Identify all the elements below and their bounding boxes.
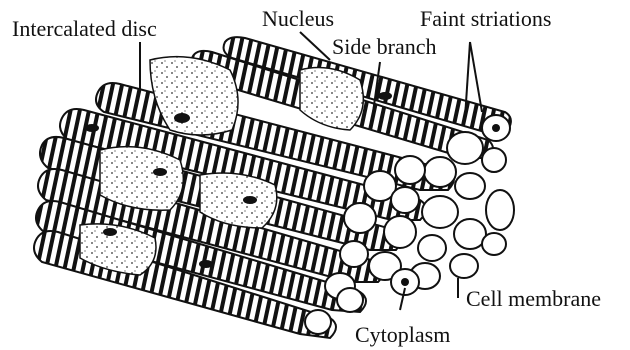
nucleus-dot [492,124,500,132]
cut-end [422,196,458,228]
label-side-branch: Side branch [332,36,436,58]
stipple-region [100,147,183,211]
cut-end [305,310,331,334]
nucleus-dot [199,260,213,268]
nucleus-dot [103,228,117,236]
leader-line-faint-striations-2 [470,42,482,112]
nucleus-dot [174,113,190,123]
label-cell-membrane: Cell membrane [466,288,601,310]
cut-end [450,254,478,278]
cut-end [337,288,363,312]
cut-end [486,190,514,230]
nucleus-dot [85,124,99,132]
label-nucleus: Nucleus [262,8,334,30]
cut-end [424,157,456,187]
cut-end [455,173,485,199]
label-faint-striations: Faint striations [420,8,551,30]
cut-end [344,203,376,233]
nucleus-dot [243,196,257,204]
cut-end [384,216,416,248]
label-cytoplasm: Cytoplasm [355,324,450,346]
cut-end [340,241,368,267]
cut-end [482,233,506,255]
cut-end [395,156,425,184]
label-intercalated-disc: Intercalated disc [12,18,157,40]
nucleus-dot [401,278,409,286]
cut-end [447,132,483,164]
cut-end [482,148,506,172]
cut-end [391,187,419,213]
side-branch-region [300,68,363,130]
nucleus-dot [153,168,167,176]
cut-end [418,235,446,261]
nucleus-dot [378,92,392,100]
